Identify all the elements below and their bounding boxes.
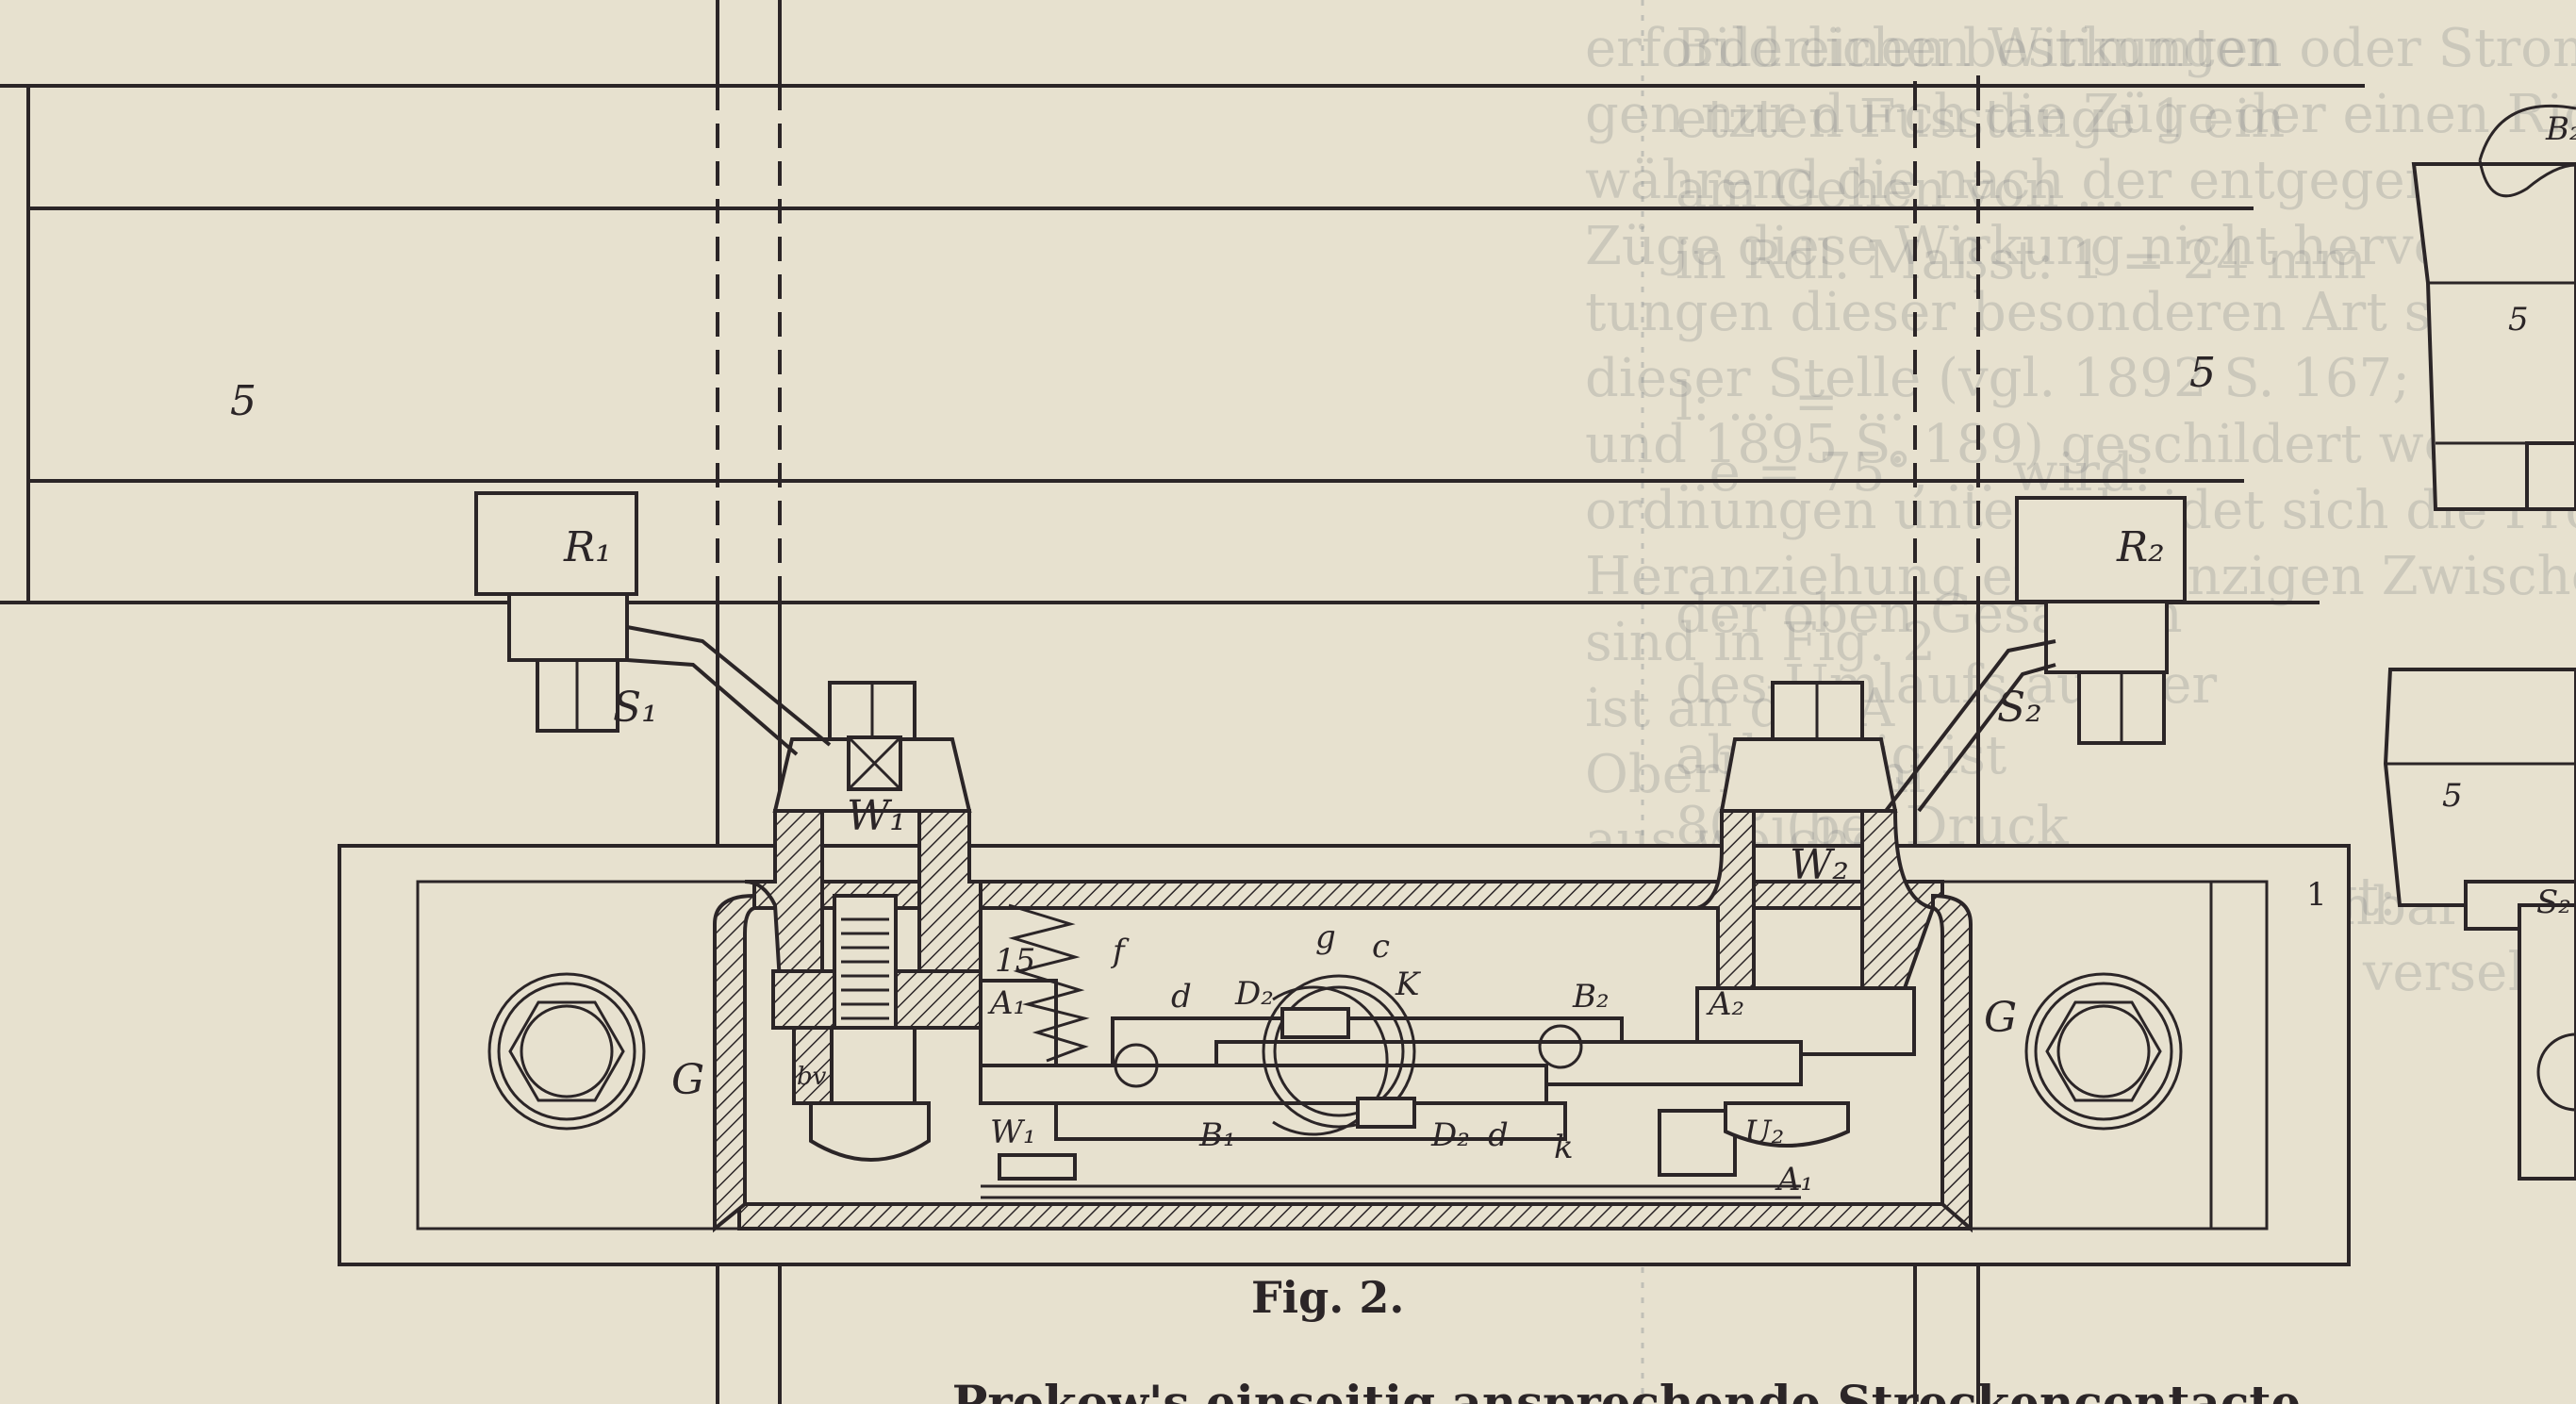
label-g-left: G <box>671 1056 704 1104</box>
label-d-lower: d <box>1488 1116 1509 1154</box>
bolt-left <box>487 972 646 1131</box>
label-d2-lower: D₂ <box>1430 1116 1470 1154</box>
label-box-number: 1 <box>2306 876 2327 914</box>
bleed-text-line: erforderlichen Wirkungen oder Stromschl <box>1585 18 2576 79</box>
label-rail: 5 <box>2442 777 2463 815</box>
bleed-text-line: während die nach der entgegengesetzten R… <box>1585 150 2576 211</box>
label-r1: R₁ <box>563 523 612 571</box>
bolt-right <box>2024 972 2183 1131</box>
label-u2: U₂ <box>1744 1114 1784 1151</box>
bleed-text-line: dieser Stelle (vgl. 1892 S. 167; 1894 S.… <box>1585 348 2576 409</box>
label-d2: D₂ <box>1234 975 1274 1013</box>
label-a1-lower: A₁ <box>1775 1161 1813 1198</box>
bleed-text-line: tungen dieser besonderen Art sind bereit… <box>1585 282 2576 343</box>
bleed-text-line: sind in Fig. 2 <box>1585 612 1936 673</box>
label-a1: A₁ <box>987 984 1026 1022</box>
label-b2-far: B₂ <box>2545 110 2576 148</box>
label-c: c <box>1372 928 1390 966</box>
label-g: g <box>1315 918 1336 956</box>
label-g-right: G <box>1984 994 2017 1042</box>
label-rail: 5 <box>230 377 256 425</box>
boss-w1 <box>744 681 983 1162</box>
label-w2: W₂ <box>1790 841 1849 889</box>
label-s2: S₂ <box>1997 684 2042 732</box>
part-labels: 5 5 5 5 R₁ R₂ S₁ S₂ S₂ B₂ W₁ W₂ G G 1 15… <box>230 110 2576 1198</box>
label-w1-lower: W₁ <box>990 1114 1036 1151</box>
label-k-upper: K <box>1395 966 1422 1003</box>
bleed-text-line: und 1895 S. 189) geschildert worden; von… <box>1585 414 2576 475</box>
label-k: k <box>1554 1129 1574 1166</box>
figure-title: Prokow's einseitig ansprechende Strecken… <box>952 1375 2302 1404</box>
label-rail: 5 <box>2508 301 2529 339</box>
contact-mechanism <box>979 903 1850 1199</box>
bleed-text-line: gen nur durch die Züge der einen Richtun… <box>1585 84 2576 145</box>
bleed-text-line: in Rdl. Maßst: 1 = 24 mm <box>1676 230 2367 291</box>
label-w1: W₁ <box>847 792 906 840</box>
label-r2: R₂ <box>2116 523 2165 571</box>
roller-r1 <box>474 491 832 756</box>
right-partial-section <box>2383 104 2576 1181</box>
bleed-text-line: l: ... = ... <box>1676 372 1906 433</box>
bleed-text-line: etzten Fusstange 1 ein <box>1676 89 2285 150</box>
bleed-text-line: Bild einen bestimmten <box>1676 18 2280 79</box>
label-s1: S₁ <box>613 684 658 732</box>
bleed-text-line: am Gehen von ... <box>1676 159 2126 221</box>
label-b1: B₁ <box>1198 1116 1236 1154</box>
label-bv: bv <box>797 1063 827 1091</box>
roller-r2 <box>1884 496 2187 813</box>
label-b2: B₂ <box>1572 978 1610 1016</box>
label-rail: 5 <box>2189 349 2216 397</box>
bleed-text-line: Züge diese Wirkung nicht hervorbringen s… <box>1585 216 2576 277</box>
figure-caption: Fig. 2. <box>1251 1272 1404 1323</box>
rail-lines <box>0 84 2365 604</box>
label-s2-far: S₂ <box>2536 884 2571 921</box>
label-15: 15 <box>995 942 1035 980</box>
label-a2: A₂ <box>1706 985 1744 1023</box>
label-d: d <box>1171 978 1192 1016</box>
